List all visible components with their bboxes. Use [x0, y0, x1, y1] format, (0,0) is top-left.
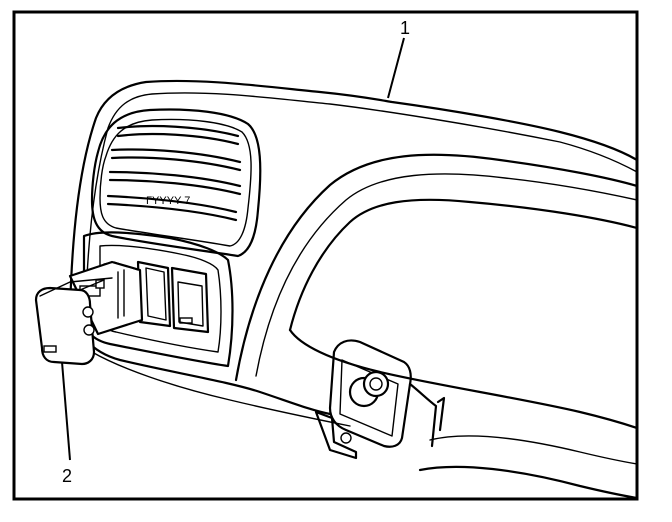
callout-label-1: 1 [400, 18, 410, 38]
callout-1: 1 [387, 18, 410, 99]
vent-emblem-text: ΓΥΥΥΥ 7 [146, 195, 190, 207]
lower-knob-assembly [314, 339, 446, 460]
air-vent: ΓΥΥΥΥ 7 [90, 108, 262, 258]
switch-removed [34, 260, 144, 366]
callout-label-2: 2 [62, 466, 72, 486]
leader-line-1 [387, 37, 405, 99]
switch-right [170, 266, 210, 334]
switch-bezel [82, 231, 234, 368]
callout-2: 2 [61, 361, 72, 486]
leader-line-2 [61, 361, 71, 461]
figure-frame [12, 10, 639, 501]
